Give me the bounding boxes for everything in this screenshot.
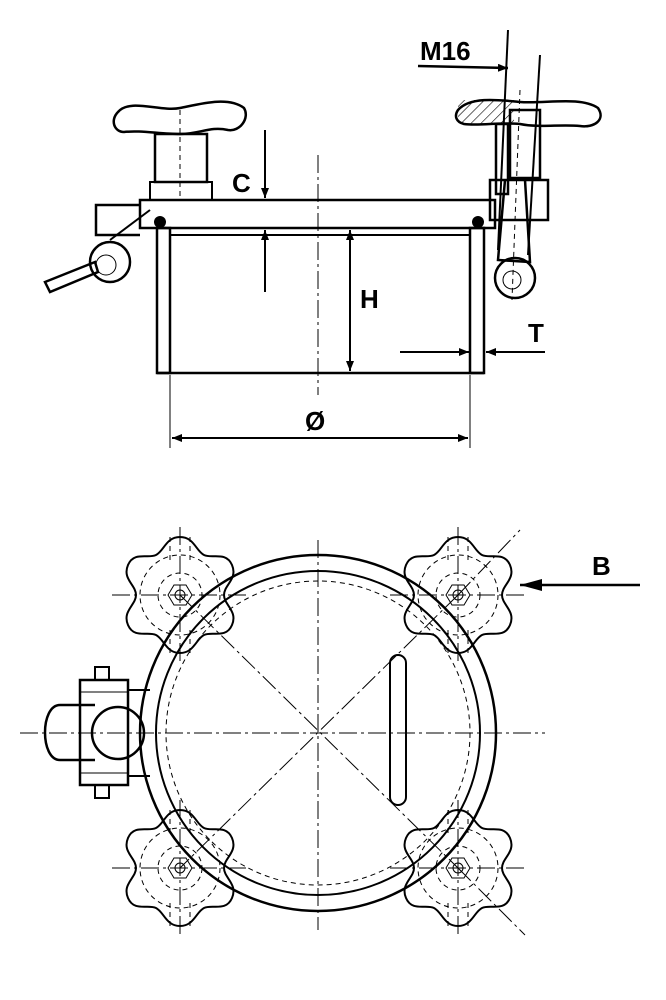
knob-top-right [389,526,527,664]
label-m16: M16 [420,36,471,66]
gasket-left [154,216,166,228]
plan-view: B [20,526,640,937]
label-h: H [360,284,379,314]
left-knob [112,100,247,201]
knob-top-left [111,526,249,664]
left-clamp [43,203,151,294]
label-t: T [528,318,544,348]
label-b: B [592,551,611,581]
sight-slot [389,654,407,806]
wall-left [155,226,172,375]
label-diameter: Ø [305,406,325,436]
gasket-right [472,216,484,228]
lid [138,198,497,230]
right-knob [454,29,602,301]
label-c: C [232,168,251,198]
hinge [43,666,150,799]
section-view: M16 C H T Ø [43,29,602,448]
wall-right [468,226,486,375]
